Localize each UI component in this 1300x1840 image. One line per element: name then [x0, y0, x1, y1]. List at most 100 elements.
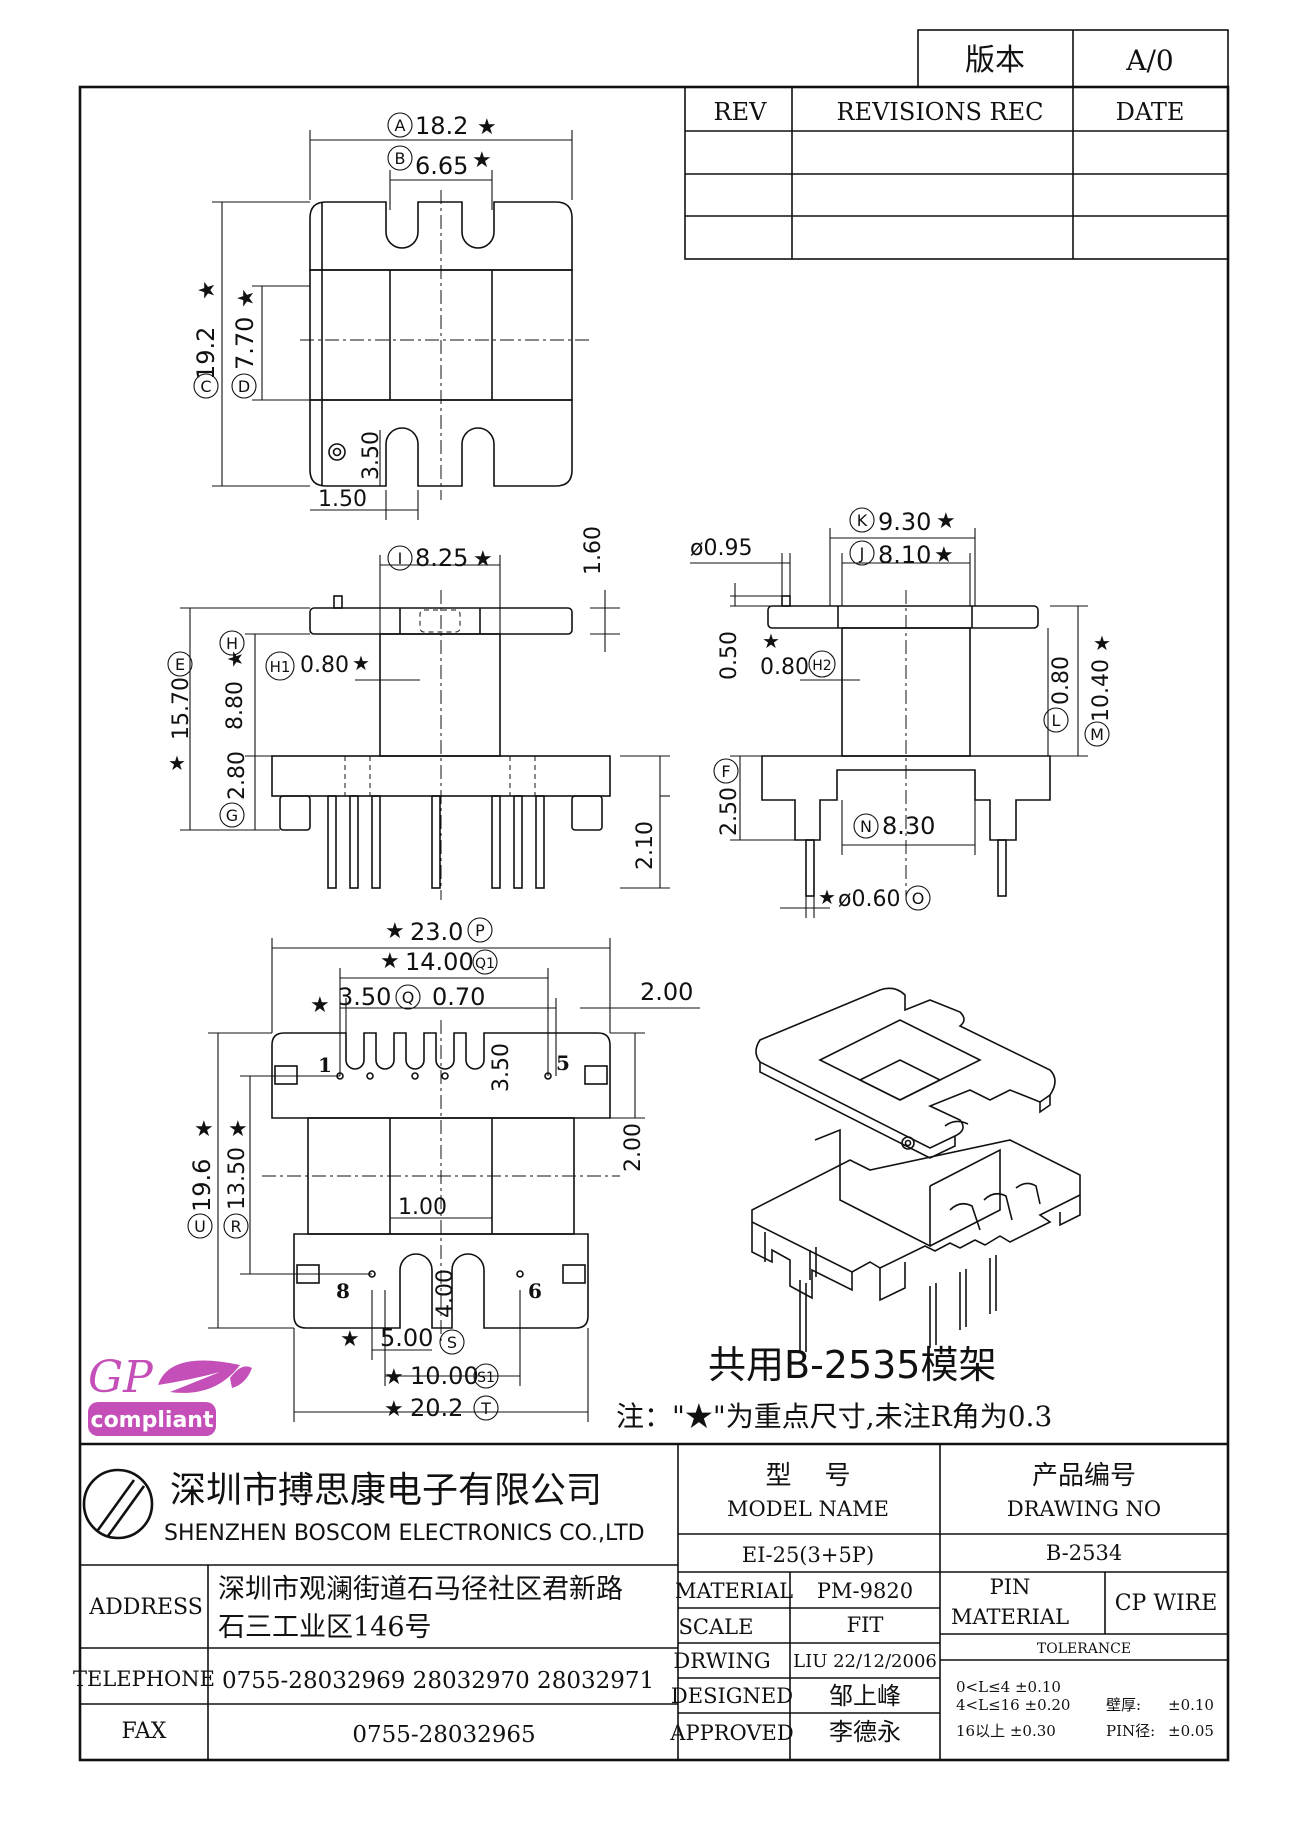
title-block: 深圳市搏思康电子有限公司 SHENZHEN BOSCOM ELECTRONICS… — [73, 1442, 1228, 1760]
drawing-value: B-2534 — [1046, 1541, 1122, 1565]
label-s: S — [447, 1333, 457, 1352]
dim-p: 23.0 — [410, 918, 463, 946]
dim-a: 18.2 — [415, 112, 468, 140]
model-cn: 型 号 — [765, 1461, 850, 1491]
dim-r: 13.50 — [225, 1147, 250, 1210]
dim-k: 9.30 — [878, 508, 931, 536]
pin5: 5 — [556, 1051, 570, 1075]
company-logo-icon — [82, 1468, 154, 1540]
revisions-table: REV REVISIONS REC DATE — [684, 86, 1229, 260]
pin8: 8 — [336, 1279, 350, 1303]
label-j: J — [859, 544, 865, 563]
dim-g: 2.80 — [225, 751, 250, 800]
rev-header: REV — [714, 98, 768, 126]
star-d: ★ — [234, 288, 259, 308]
dim-dia: ø0.95 — [690, 536, 752, 561]
leaf-icon — [158, 1360, 240, 1393]
pin-material-value: CP WIRE — [1115, 1591, 1218, 1616]
dim-100: 1.00 — [398, 1195, 447, 1220]
designed-label: DESIGNED — [671, 1684, 793, 1708]
drwing-value: LIU 22/12/2006 — [793, 1651, 937, 1672]
label-h2: H2 — [812, 658, 831, 674]
pin-dia-value: ±0.05 — [1168, 1722, 1214, 1740]
gp-logo-text: GP — [88, 1352, 154, 1403]
label-f: F — [721, 762, 730, 781]
label-h1: H1 — [270, 658, 291, 676]
star-m: ★ — [1093, 631, 1111, 655]
drwing-label: DRWING — [673, 1649, 770, 1673]
scale-label: SCALE — [679, 1615, 754, 1639]
dim-m: 10.40 — [1089, 659, 1114, 722]
label-u: U — [194, 1217, 206, 1236]
material-value: PM-9820 — [817, 1579, 913, 1603]
label-n: N — [860, 817, 872, 836]
dim-i: 8.25 — [415, 544, 468, 572]
dim-070: 0.70 — [432, 983, 485, 1011]
approved-label: APPROVED — [669, 1721, 793, 1745]
isometric-view — [751, 987, 1081, 1352]
label-d: D — [238, 377, 250, 396]
label-r: R — [230, 1217, 241, 1236]
version-box: 版本 A/0 — [917, 29, 1229, 88]
dim-l: 0.80 — [1049, 656, 1074, 705]
approved-value: 李德永 — [829, 1718, 901, 1746]
dim-j: 8.10 — [878, 541, 931, 569]
label-s1: S1 — [477, 1370, 495, 1386]
wall-label: 壁厚: — [1106, 1696, 1141, 1714]
revisions-header: REVISIONS REC — [836, 98, 1043, 126]
tolerance-label: TOLERANCE — [1037, 1641, 1131, 1657]
star-t: ★ — [384, 1397, 404, 1422]
dim-t: 20.2 — [410, 1394, 463, 1422]
telephone-label: TELEPHONE — [73, 1667, 215, 1691]
wall-value: ±0.10 — [1168, 1696, 1214, 1714]
label-e: E — [175, 655, 185, 674]
dim-200b: 2.00 — [621, 1123, 646, 1172]
pin1: 1 — [318, 1053, 332, 1077]
top-view: A 18.2 ★ B 6.65 ★ 19.2 ★ C 7.70 ★ D 3.50… — [192, 112, 590, 520]
label-t: T — [480, 1399, 491, 1418]
front-view: I 8.25 ★ 1.60 H1 0.80 ★ H 8.80 ★ E 15.70… — [167, 526, 670, 900]
dim-s1: 10.00 — [410, 1362, 479, 1390]
address-label: ADDRESS — [88, 1595, 203, 1620]
star-b: ★ — [472, 148, 492, 173]
dim-f: 2.50 — [717, 787, 742, 836]
telephone-value: 0755-28032969 28032970 28032971 — [222, 1668, 654, 1694]
drawing-en: DRAWING NO — [1007, 1497, 1161, 1521]
dim-e: 15.70 — [169, 677, 194, 740]
label-a: A — [395, 116, 406, 135]
model-en: MODEL NAME — [727, 1497, 889, 1521]
fax-label: FAX — [122, 1719, 167, 1744]
drawing-border — [78, 85, 1230, 1762]
star-q: ★ — [310, 993, 330, 1018]
dim-u: 19.6 — [188, 1159, 216, 1212]
label-q: Q — [402, 988, 415, 1007]
star-q1: ★ — [380, 949, 400, 974]
star-p: ★ — [385, 919, 405, 944]
leaf-small-icon — [230, 1366, 252, 1388]
gp-compliant-logo: GP compliant — [88, 1352, 252, 1436]
dim-offset: 1.50 — [318, 487, 367, 512]
star-050: ★ — [762, 629, 780, 653]
dim-b: 6.65 — [415, 152, 468, 180]
tolerance-row2: 4<L≤16 ±0.20 — [956, 1696, 1070, 1714]
company-name-en: SHENZHEN BOSCOM ELECTRONICS CO.,LTD — [164, 1521, 645, 1546]
pin6: 6 — [528, 1279, 542, 1303]
star-a: ★ — [477, 115, 497, 140]
dim-h2: 0.80 — [760, 655, 809, 680]
dim-c: 19.2 — [192, 327, 220, 380]
designed-value: 邹上峰 — [829, 1682, 901, 1710]
star-o: ★ — [818, 885, 836, 909]
label-l: L — [1052, 711, 1061, 730]
drawing-cn: 产品编号 — [1032, 1461, 1136, 1491]
fax-value: 0755-28032965 — [352, 1722, 535, 1748]
dim-350: 3.50 — [489, 1043, 514, 1092]
label-k: K — [857, 511, 868, 530]
tolerance-row3: 16以上 ±0.30 — [956, 1722, 1056, 1740]
version-label: 版本 — [965, 43, 1025, 78]
dim-q: 3.50 — [338, 983, 391, 1011]
dim-s: 5.00 — [380, 1324, 433, 1352]
star-u: ★ — [194, 1117, 214, 1142]
star-i: ★ — [473, 547, 493, 572]
star-r: ★ — [228, 1117, 248, 1142]
